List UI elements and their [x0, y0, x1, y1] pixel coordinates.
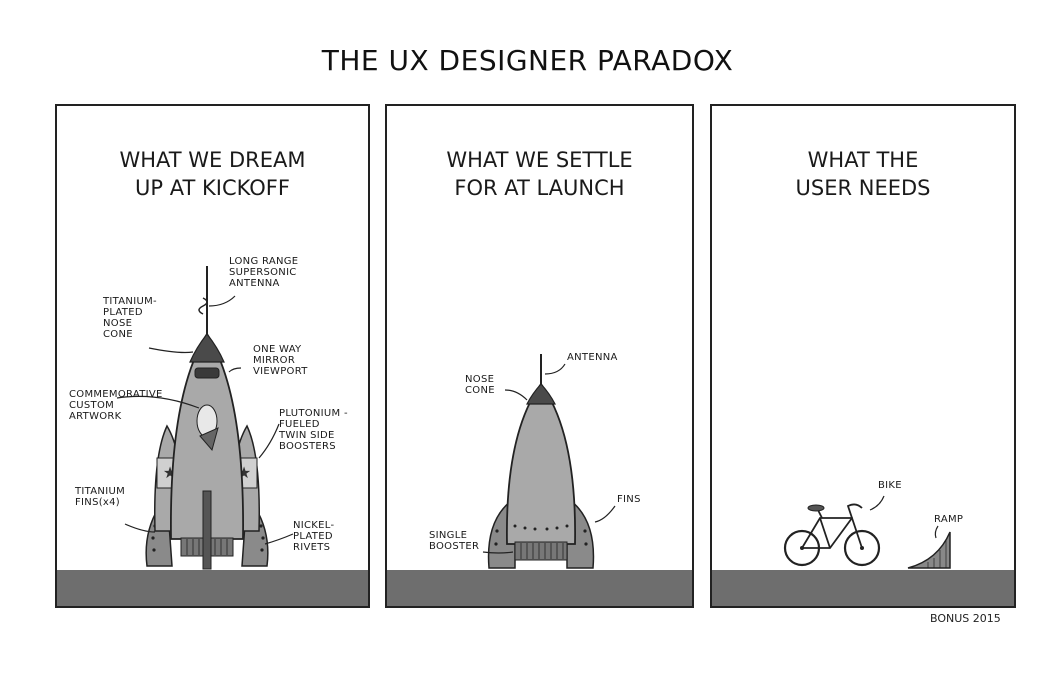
label-boosters: PLUTONIUM - FUELED TWIN SIDE BOOSTERS: [279, 408, 348, 452]
artist-credit: BONUS 2015: [930, 612, 1001, 625]
ground: [387, 570, 692, 606]
label-fins: FINS: [617, 494, 641, 505]
deluxe-rocket-drawing: ★ ★: [116, 266, 294, 570]
bike-and-ramp-drawing: [783, 495, 951, 569]
label-artwork: COMMEMORATIVE CUSTOM ARTWORK: [69, 389, 163, 422]
panel-caption: WHAT THE USER NEEDS: [795, 148, 931, 200]
label-ramp: RAMP: [934, 514, 964, 525]
panel-kickoff: WHAT WE DREAM UP AT KICKOFF ★ ★: [55, 104, 370, 608]
ground: [712, 570, 1014, 606]
label-viewport: ONE WAY MIRROR VIEWPORT: [253, 344, 308, 377]
ground: [57, 570, 368, 606]
panel-caption: WHAT WE DREAM UP AT KICKOFF: [119, 148, 306, 200]
label-fins: TITANIUM FINS(x4): [75, 486, 126, 508]
label-rivets: NICKEL- PLATED RIVETS: [293, 520, 335, 553]
label-bike: BIKE: [878, 480, 902, 491]
label-antenna: LONG RANGE SUPERSONIC ANTENNA: [229, 256, 299, 289]
basic-rocket-drawing: [482, 354, 616, 569]
label-nose-cone: TITANIUM- PLATED NOSE CONE: [103, 296, 157, 340]
comic-title: THE UX DESIGNER PARADOX: [321, 44, 734, 77]
label-antenna: ANTENNA: [567, 352, 618, 363]
label-booster: SINGLE BOOSTER: [429, 530, 480, 552]
panel-user-needs: WHAT THE USER NEEDS: [710, 104, 1016, 608]
panel-launch: WHAT WE SETTLE FOR AT LAUNCH: [385, 104, 694, 608]
panel-caption: WHAT WE SETTLE FOR AT LAUNCH: [446, 148, 633, 200]
label-nose-cone: NOSE CONE: [465, 374, 495, 396]
